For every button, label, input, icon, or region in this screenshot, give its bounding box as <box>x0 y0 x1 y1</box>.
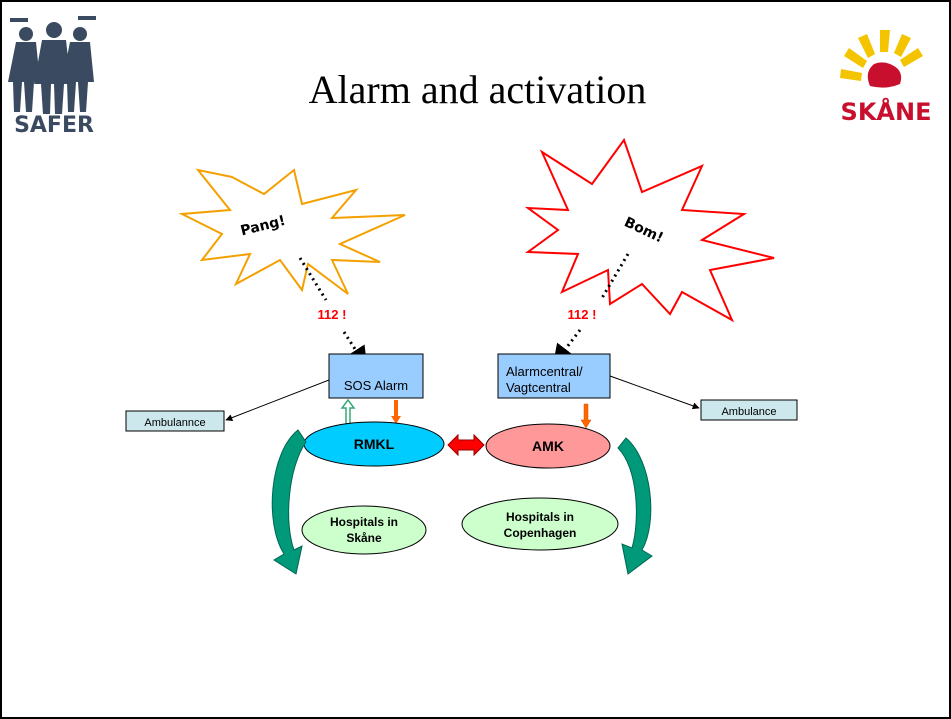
call-112-left: 112 ! <box>318 307 347 322</box>
safer-logo-text: SAFER <box>14 113 94 136</box>
box-sos-alarm <box>328 353 424 399</box>
box-ambulance-left <box>125 410 225 432</box>
call-line-left-upper <box>298 257 328 301</box>
safer-logo: SAFER <box>8 16 96 136</box>
burst-right <box>524 137 775 323</box>
box-alarmcentral-line1: Alarmcentral/ <box>506 364 583 379</box>
hospitals-skane-line2: Skåne <box>346 531 382 545</box>
box-ambulance-right <box>700 399 798 421</box>
slide-title: Alarm and activation <box>308 67 647 112</box>
line-to-ambulance-left <box>225 379 330 421</box>
double-arrow-rmkl-amk <box>447 433 485 457</box>
arrow-down-alarm-to-amk <box>580 403 592 429</box>
call-line-right-lower <box>552 329 582 366</box>
arrow-down-sos-to-rmkl <box>391 400 401 424</box>
burst-left <box>178 168 406 295</box>
line-to-ambulance-right <box>609 375 700 410</box>
hospitals-copenhagen-line2: Copenhagen <box>504 526 577 540</box>
amk-label: AMK <box>532 438 564 454</box>
call-112-right: 112 ! <box>568 307 597 322</box>
call-line-left-lower <box>342 331 368 368</box>
box-sos-alarm-label: SOS Alarm <box>344 378 408 393</box>
curved-arrow-left <box>271 429 307 575</box>
curved-arrow-right <box>617 437 653 575</box>
skane-logo: SKÅNE <box>840 30 932 126</box>
hospitals-skane-line1: Hospitals in <box>330 515 398 529</box>
ellipse-hospitals-skane <box>301 505 427 555</box>
ellipse-amk <box>485 423 611 469</box>
arrow-up-rmkl-to-sos <box>340 398 356 427</box>
skane-logo-text: SKÅNE <box>841 97 932 126</box>
ambulance-left-label: Ambulannce <box>144 417 205 429</box>
hospitals-copenhagen-line1: Hospitals in <box>506 510 574 524</box>
ambulance-right-label: Ambulance <box>721 406 776 418</box>
box-alarmcentral-line2: Vagtcentral <box>506 380 571 395</box>
rmkl-label: RMKL <box>354 436 395 452</box>
call-line-right-upper <box>600 253 630 299</box>
ellipse-hospitals-copenhagen <box>461 497 619 551</box>
